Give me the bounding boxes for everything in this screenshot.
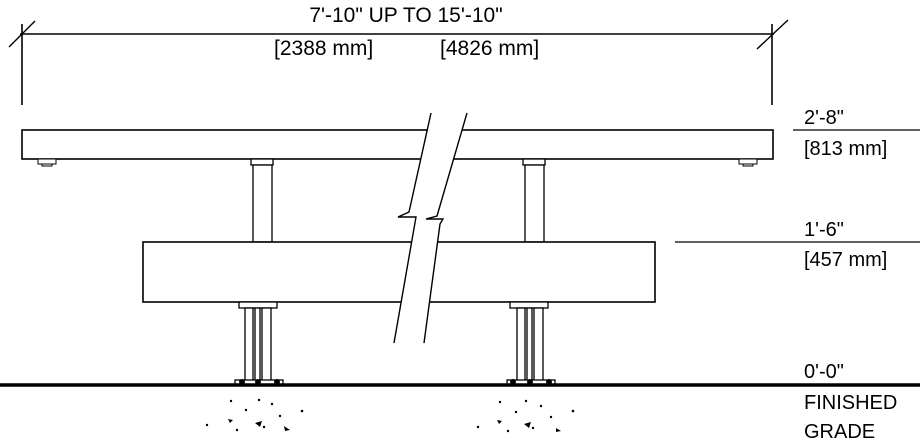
table-top	[21, 129, 774, 160]
overall-dimension-metric-min: [2388 mm]	[274, 37, 373, 60]
seat	[142, 241, 656, 303]
elevation-grade-label-2: GRADE	[804, 421, 875, 443]
leg-left	[234, 301, 284, 386]
elevation-top-metric: [813 mm]	[804, 138, 887, 160]
tick-right	[756, 19, 789, 50]
top-glides	[37, 158, 758, 167]
overall-dimension-metric-max: [4826 mm]	[440, 37, 539, 60]
upper-post-left	[250, 158, 274, 243]
elevation-top-feet: 2'-8"	[804, 107, 844, 129]
gravel-left	[205, 398, 304, 432]
elevation-seat-feet: 1'-6"	[804, 219, 844, 241]
elevation-grade-feet: 0'-0"	[804, 361, 844, 383]
elevation-seat-metric: [457 mm]	[804, 249, 887, 271]
tick-left	[8, 20, 36, 48]
elevation-grade-label-1: FINISHED	[804, 392, 897, 414]
break-lines	[393, 112, 468, 344]
overall-dimension	[8, 19, 789, 105]
overall-dimension-feet: 7'-10" UP TO 15'-10"	[309, 4, 502, 27]
break-band	[394, 113, 467, 343]
gravel-right	[476, 399, 575, 433]
leg-right	[506, 301, 556, 386]
elevation-lines	[675, 129, 920, 386]
upper-post-right	[522, 158, 546, 243]
